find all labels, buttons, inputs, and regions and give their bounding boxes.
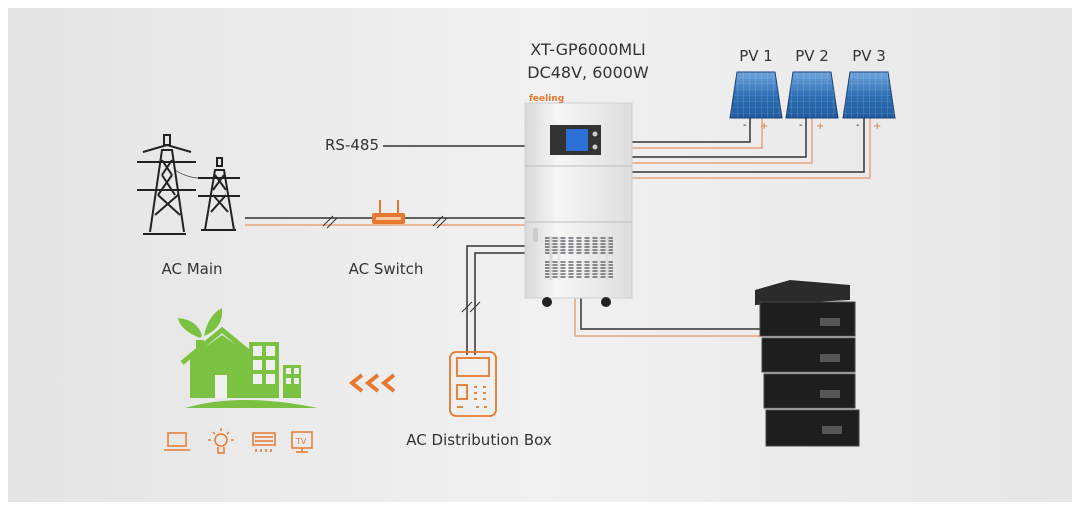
battery-stack — [755, 280, 860, 447]
pv-panel-1: PV 1 - + — [729, 47, 783, 132]
battery-module — [761, 337, 856, 373]
inverter-brand-logo: feeling — [529, 94, 564, 104]
pv-label: PV 3 — [852, 47, 886, 65]
lcd-screen — [566, 129, 588, 151]
ac-distribution-box-icon — [449, 351, 497, 417]
inverter: feeling — [524, 94, 633, 307]
ac-switch-icon — [372, 200, 405, 224]
wheel — [601, 297, 611, 307]
battery-module — [765, 409, 860, 447]
flow-arrows-icon — [348, 373, 396, 393]
wiring — [245, 118, 871, 355]
ac-main-label: AC Main — [161, 260, 222, 278]
tv-icon: TV — [291, 431, 313, 453]
pv-panel-3: PV 3 - + — [842, 47, 896, 132]
pv-neg-terminal: - — [856, 120, 860, 131]
wheel — [542, 297, 552, 307]
tv-label: TV — [295, 437, 307, 446]
light-bulb-icon — [208, 428, 234, 454]
ac-distribution-box-label: AC Distribution Box — [406, 431, 552, 449]
pv-pos-terminal: + — [816, 121, 824, 132]
pv-label: PV 2 — [795, 47, 829, 65]
laptop-icon — [164, 432, 190, 451]
rs485-label: RS-485 — [325, 136, 379, 154]
air-conditioner-icon — [252, 432, 276, 452]
pv-neg-terminal: - — [799, 120, 803, 131]
pv-pos-terminal: + — [873, 121, 881, 132]
pv-pos-terminal: + — [760, 121, 768, 132]
battery-module — [759, 301, 856, 337]
inverter-model: XT-GP6000MLI — [530, 40, 646, 59]
pv-panel-2: PV 2 - + — [785, 47, 839, 132]
ac-switch-label: AC Switch — [349, 260, 424, 278]
green-home-icon — [178, 308, 318, 408]
pv-neg-terminal: - — [743, 120, 747, 131]
pv-label: PV 1 — [739, 47, 773, 65]
power-tower-icon — [137, 134, 240, 235]
inverter-spec: DC48V, 6000W — [527, 63, 649, 82]
battery-module — [763, 373, 856, 409]
